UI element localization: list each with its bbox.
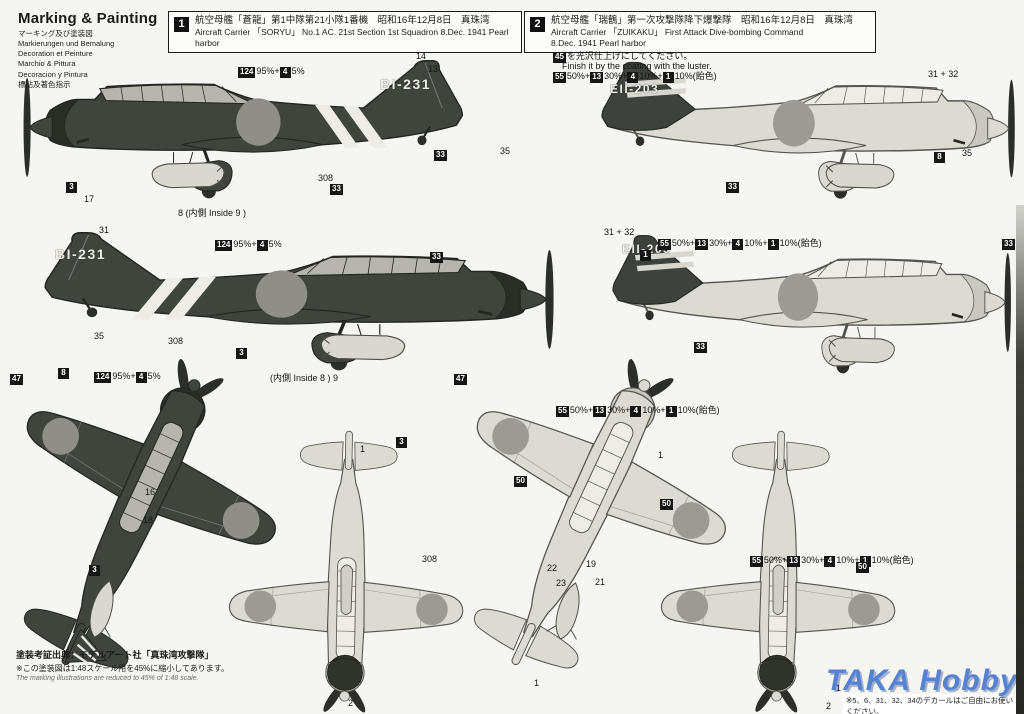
zuikaku-side-profile-2 [611, 234, 1013, 375]
callout: 21 [595, 577, 606, 587]
callout: 8 (内側 Inside 9 ) [178, 208, 247, 218]
variant1-badge: 1 [174, 17, 189, 32]
page-title: Marking & Painting [18, 10, 158, 27]
callout: 35 [94, 331, 105, 341]
soryu-side-profile-2 [43, 230, 556, 373]
callout: 2 [826, 701, 832, 711]
callout: 308 [318, 173, 334, 183]
callout: 22 [547, 563, 558, 573]
soryu-bottom-view [227, 429, 466, 714]
callout: 1 [534, 678, 540, 688]
callout: 19 [586, 559, 597, 569]
variant2-header: 2 航空母艦「瑞鶴」第一次攻撃隊降下爆撃隊 昭和16年12月8日 真珠湾 Air… [524, 11, 876, 54]
callout: 16 [145, 487, 156, 497]
callout: 2 [348, 698, 354, 708]
variant2-line-en2: 8.Dec. 1941 Pearl harbor [551, 38, 646, 49]
callout: 14 [416, 51, 427, 61]
callout: 23 [556, 578, 567, 588]
callout: 33 [430, 252, 443, 263]
scale-note: ※この塗装図は1:48スケール用を45%に縮小してあります。 [16, 664, 230, 673]
soryu-side-profile-facing-left [21, 59, 465, 200]
subtitle-it: Marchio & Pittura [18, 59, 76, 69]
callout: 308 [422, 554, 438, 564]
callout: 3 [396, 437, 408, 448]
paint-reference-note: 塗装考証出典：モデルアート社「真珠湾攻撃隊」 [16, 650, 214, 660]
callout: 3 [236, 348, 248, 359]
page-edge-shadow [1016, 205, 1024, 714]
callout: 50 [660, 499, 673, 510]
callout: 8 [58, 368, 70, 379]
variant1-header: 1 航空母艦「蒼龍」第1中隊第21小隊1番機 昭和16年12月8日 真珠湾 Ai… [168, 11, 522, 54]
variant2-line-jp: 航空母艦「瑞鶴」第一次攻撃隊降下爆撃隊 昭和16年12月8日 真珠湾 [551, 15, 853, 26]
callout: 13 [428, 64, 439, 74]
subtitle-es: Decoracion y Pintura [18, 69, 88, 79]
tail-code-zuikaku-1: EII-203 [610, 82, 660, 96]
callout: 3 [89, 565, 101, 576]
callout: 33 [694, 342, 707, 353]
callout: 33 [1002, 239, 1015, 250]
variant1-line-en: Aircraft Carrier 「SORYU」 No.1 AC. 21st S… [195, 27, 509, 49]
variant1-line-jp: 航空母艦「蒼龍」第1中隊第21小隊1番機 昭和16年12月8日 真珠湾 [195, 15, 490, 26]
tail-code-soryu-1: BI-231 [380, 76, 432, 92]
callout: 31 + 32 [928, 69, 959, 79]
callout: 47 [454, 374, 467, 385]
callout: 35 [962, 148, 973, 158]
title-block: Marking & Painting マーキング及び塗装図 Markierung… [18, 10, 168, 90]
callout: 1 [360, 444, 366, 454]
footer-notes: 塗装考証出典：モデルアート社「真珠湾攻撃隊」 ※この塗装図は1:48スケール用を… [16, 648, 229, 682]
callout: 1 [658, 450, 664, 460]
callout: 33 [434, 150, 447, 161]
variant2-line-en1: Aircraft Carrier 「ZUIKAKU」 First Attack … [551, 27, 804, 38]
subtitle-ja: マーキング及び塗装図 [18, 29, 93, 38]
soryu-top-view [0, 309, 326, 714]
decal-note: ※5、6、31、32、34のデカールはご自由にお使いください。 Decal No… [842, 694, 1024, 714]
scale-note-en: The marking illustrations are reduced to… [16, 675, 199, 682]
callout: 18 [143, 515, 154, 525]
subtitle-fr: Decoration et Peinture [18, 49, 93, 59]
decal-note-jp: ※5、6、31、32、34のデカールはご自由にお使いください。 [846, 696, 1014, 714]
callout: 1 [836, 683, 842, 693]
callout: 50 [856, 562, 869, 573]
subtitle-de: Markierungen und Bemalung [18, 39, 115, 49]
zuikaku-bottom-view [659, 429, 898, 714]
callout: 50 [514, 476, 527, 487]
callout: 33 [330, 184, 343, 195]
callout: Finish it by the coating with the luster… [562, 61, 712, 71]
callout: (内側 Inside 8 ) 9 [270, 373, 339, 383]
tail-code-soryu-2: BI-231 [55, 246, 107, 262]
callout: 3 [66, 182, 78, 193]
callout: 31 [99, 225, 110, 235]
variant2-badge: 2 [530, 17, 545, 32]
watermark: TAKA Hobby [826, 664, 1018, 697]
callout: 308 [168, 336, 184, 346]
callout: 47 [10, 374, 23, 385]
callout: 35 [500, 146, 511, 156]
callout: 17 [84, 194, 95, 204]
callout: 8 [934, 152, 946, 163]
subtitle-zh: 標貼及著色指示 [18, 79, 71, 89]
callout: 1 [640, 250, 652, 261]
callout: 31 + 32 [604, 227, 635, 237]
callout: 33 [726, 182, 739, 193]
tail-code-zuikaku-2: EII-203 [622, 242, 672, 256]
